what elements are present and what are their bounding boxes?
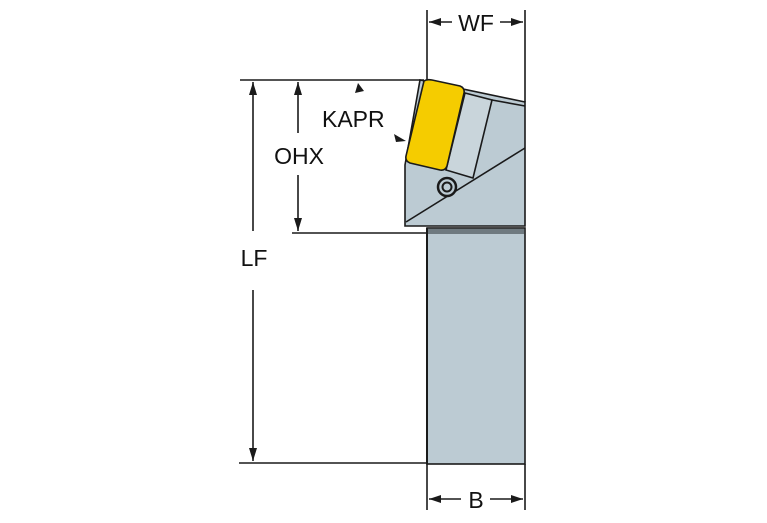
- dimension-lf: LF: [239, 82, 427, 464]
- cutting-insert: [405, 78, 465, 171]
- wf-label: WF: [458, 10, 494, 36]
- dimension-ohx: OHX: [274, 82, 428, 234]
- clamp-screw-icon: [436, 176, 458, 198]
- lf-label: LF: [241, 245, 268, 271]
- dimension-wf: WF: [426, 10, 526, 102]
- kapr-label: KAPR: [322, 106, 385, 132]
- b-label: B: [468, 487, 483, 513]
- shank: [426, 227, 526, 465]
- dimension-kapr: KAPR: [322, 83, 406, 142]
- ohx-label: OHX: [274, 143, 324, 169]
- dimension-b: B: [426, 464, 526, 513]
